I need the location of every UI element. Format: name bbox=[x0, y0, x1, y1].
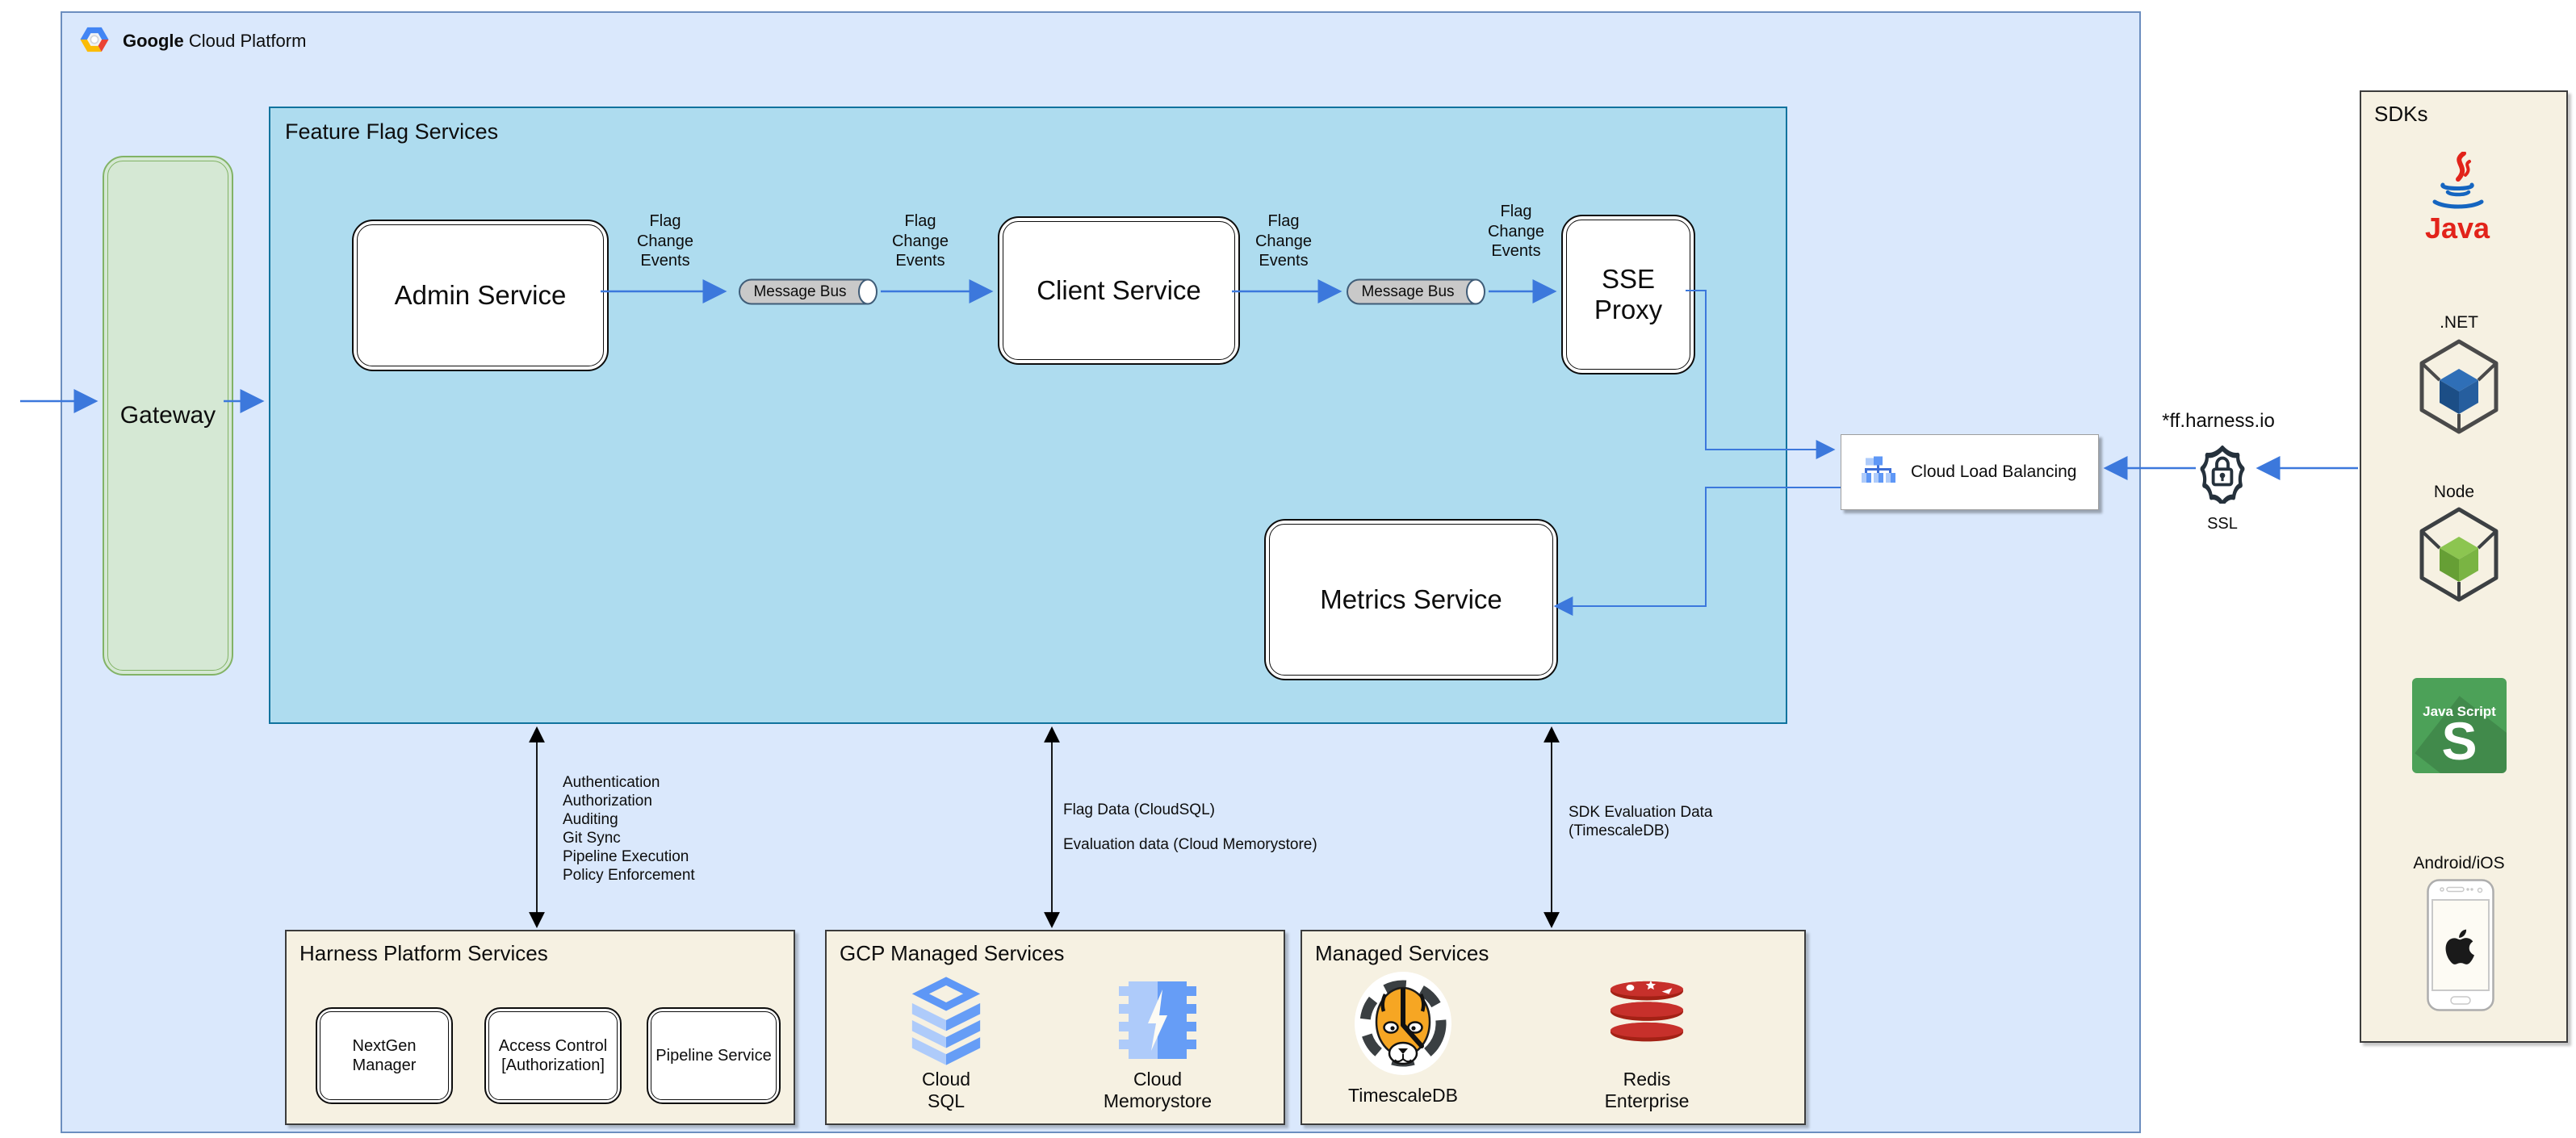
message-bus-2: Message Bus bbox=[1347, 278, 1487, 305]
ssl-label: SSL bbox=[2207, 515, 2238, 533]
load-balancer-icon bbox=[1862, 456, 1895, 483]
flag-change-events-label-3: Flag Change Events bbox=[1254, 212, 1313, 270]
gcp-managed-panel: GCP Managed Services bbox=[825, 930, 1285, 1125]
ffs-title: Feature Flag Services bbox=[285, 119, 499, 144]
gcp-title-rest: Cloud Platform bbox=[188, 31, 307, 51]
access-control-node: Access Control [Authorization] bbox=[484, 1007, 622, 1104]
gateway-label: Gateway bbox=[107, 161, 228, 671]
js-tile-letter: S bbox=[2441, 711, 2478, 771]
evaluation-data-note: Evaluation data (Cloud Memorystore) bbox=[1063, 836, 1317, 853]
cloud-sql-label: Cloud SQL bbox=[921, 1069, 971, 1111]
message-bus-1: Message Bus bbox=[739, 278, 879, 305]
gcp-title-bold: Google bbox=[123, 31, 184, 51]
nextgen-manager-node: NextGen Manager bbox=[316, 1007, 453, 1104]
cloud-load-balancing-label: Cloud Load Balancing bbox=[1911, 462, 2077, 481]
java-wordmark: Java bbox=[2424, 211, 2490, 245]
js-tile-text: Java Script bbox=[2423, 704, 2496, 719]
node-cube-icon bbox=[2419, 507, 2499, 602]
google-cloud-logo-icon bbox=[80, 27, 109, 52]
pipeline-service-node: Pipeline Service bbox=[647, 1007, 781, 1104]
client-service-node: Client Service bbox=[998, 216, 1240, 365]
sse-proxy-label: SSE Proxy bbox=[1566, 220, 1690, 370]
domain-label: *ff.harness.io bbox=[2162, 410, 2275, 432]
flag-change-events-label-1: Flag Change Events bbox=[636, 212, 694, 270]
sdk-evaluation-data-note: SDK Evaluation Data (TimescaleDB) bbox=[1569, 804, 1713, 839]
client-service-label: Client Service bbox=[1003, 221, 1235, 360]
harness-capabilities-list: Authentication Authorization Auditing Gi… bbox=[563, 774, 695, 884]
message-bus-2-label: Message Bus bbox=[1361, 282, 1455, 300]
cloud-load-balancing-node: Cloud Load Balancing bbox=[1841, 434, 2099, 510]
cloud-memorystore-icon bbox=[1119, 981, 1196, 1059]
admin-service-label: Admin Service bbox=[357, 224, 604, 366]
gcp-title: Google Cloud Platform bbox=[123, 31, 306, 52]
cloud-memorystore-label: Cloud Memorystore bbox=[1103, 1069, 1213, 1111]
admin-service-node: Admin Service bbox=[352, 220, 609, 371]
cylinder-icon bbox=[739, 278, 878, 305]
sdks-title: SDKs bbox=[2374, 102, 2428, 126]
dotnet-cube-icon bbox=[2419, 339, 2499, 434]
flag-data-note: Flag Data (CloudSQL) bbox=[1063, 801, 1215, 818]
metrics-service-label: Metrics Service bbox=[1269, 524, 1553, 676]
harness-panel-title: Harness Platform Services bbox=[299, 941, 548, 965]
access-control-label: Access Control [Authorization] bbox=[488, 1011, 618, 1100]
java-logo-icon bbox=[2432, 152, 2484, 209]
message-bus-1-label: Message Bus bbox=[753, 282, 847, 300]
apple-logo-icon bbox=[2445, 929, 2475, 964]
timescaledb-tiger-icon bbox=[1355, 972, 1451, 1075]
nextgen-manager-label: NextGen Manager bbox=[320, 1011, 449, 1100]
feature-flag-services-container: Feature Flag Services bbox=[269, 107, 1787, 724]
mobile-label: Android/iOS bbox=[2413, 854, 2505, 872]
dotnet-label: .NET bbox=[2440, 313, 2478, 332]
redis-icon bbox=[1610, 980, 1684, 1042]
pipeline-service-label: Pipeline Service bbox=[651, 1011, 777, 1100]
gateway-node: Gateway bbox=[103, 156, 233, 676]
cloud-sql-icon bbox=[911, 977, 981, 1065]
flag-change-events-label-2: Flag Change Events bbox=[891, 212, 949, 270]
timescaledb-label: TimescaleDB bbox=[1348, 1085, 1458, 1106]
ssl-shield-icon bbox=[2200, 445, 2245, 504]
metrics-service-node: Metrics Service bbox=[1264, 519, 1558, 680]
redis-enterprise-label: Redis Enterprise bbox=[1604, 1069, 1690, 1111]
node-label: Node bbox=[2433, 483, 2475, 501]
mobile-phone-icon bbox=[2427, 879, 2494, 1011]
managed-services-title: Managed Services bbox=[1315, 941, 1489, 965]
cylinder-icon bbox=[1347, 278, 1485, 305]
javascript-tile-icon: Java Script S bbox=[2412, 678, 2507, 773]
flag-change-events-label-4: Flag Change Events bbox=[1487, 203, 1545, 260]
gcp-managed-title: GCP Managed Services bbox=[840, 941, 1065, 965]
